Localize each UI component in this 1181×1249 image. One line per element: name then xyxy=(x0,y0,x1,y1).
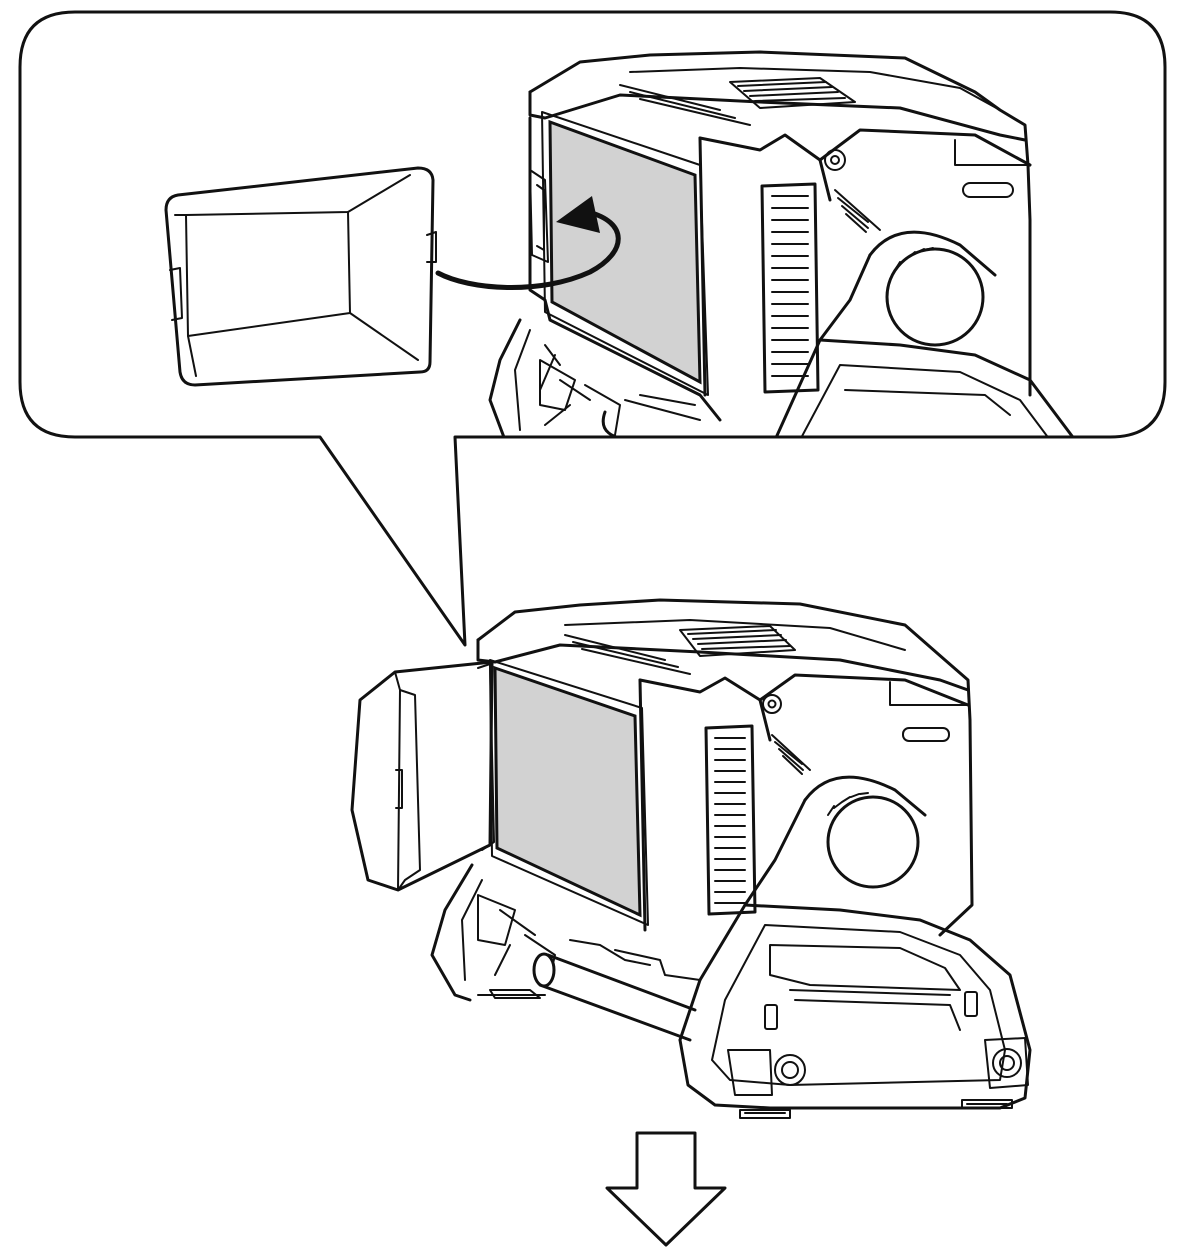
sun-hood-detached xyxy=(164,166,437,387)
work-light-with-hood xyxy=(350,598,1032,1119)
side-vent xyxy=(760,182,820,394)
side-vent-2 xyxy=(704,724,757,916)
screen-panel-2 xyxy=(493,665,642,918)
down-arrow-icon xyxy=(605,1131,727,1247)
sun-hood-attached xyxy=(350,660,495,892)
front-port-right xyxy=(984,1037,1029,1089)
rotation-arrow-icon xyxy=(435,196,621,291)
front-port-left xyxy=(727,1049,806,1096)
adjustment-knob xyxy=(868,230,997,347)
adjustment-knob-2 xyxy=(803,775,927,889)
zoom-callout xyxy=(18,10,1167,647)
roller-bar xyxy=(532,939,701,1042)
top-vent-grille xyxy=(729,77,856,109)
work-light-detail xyxy=(488,50,1077,437)
top-vent-grille-2 xyxy=(679,625,796,657)
screen-panel xyxy=(548,119,702,385)
